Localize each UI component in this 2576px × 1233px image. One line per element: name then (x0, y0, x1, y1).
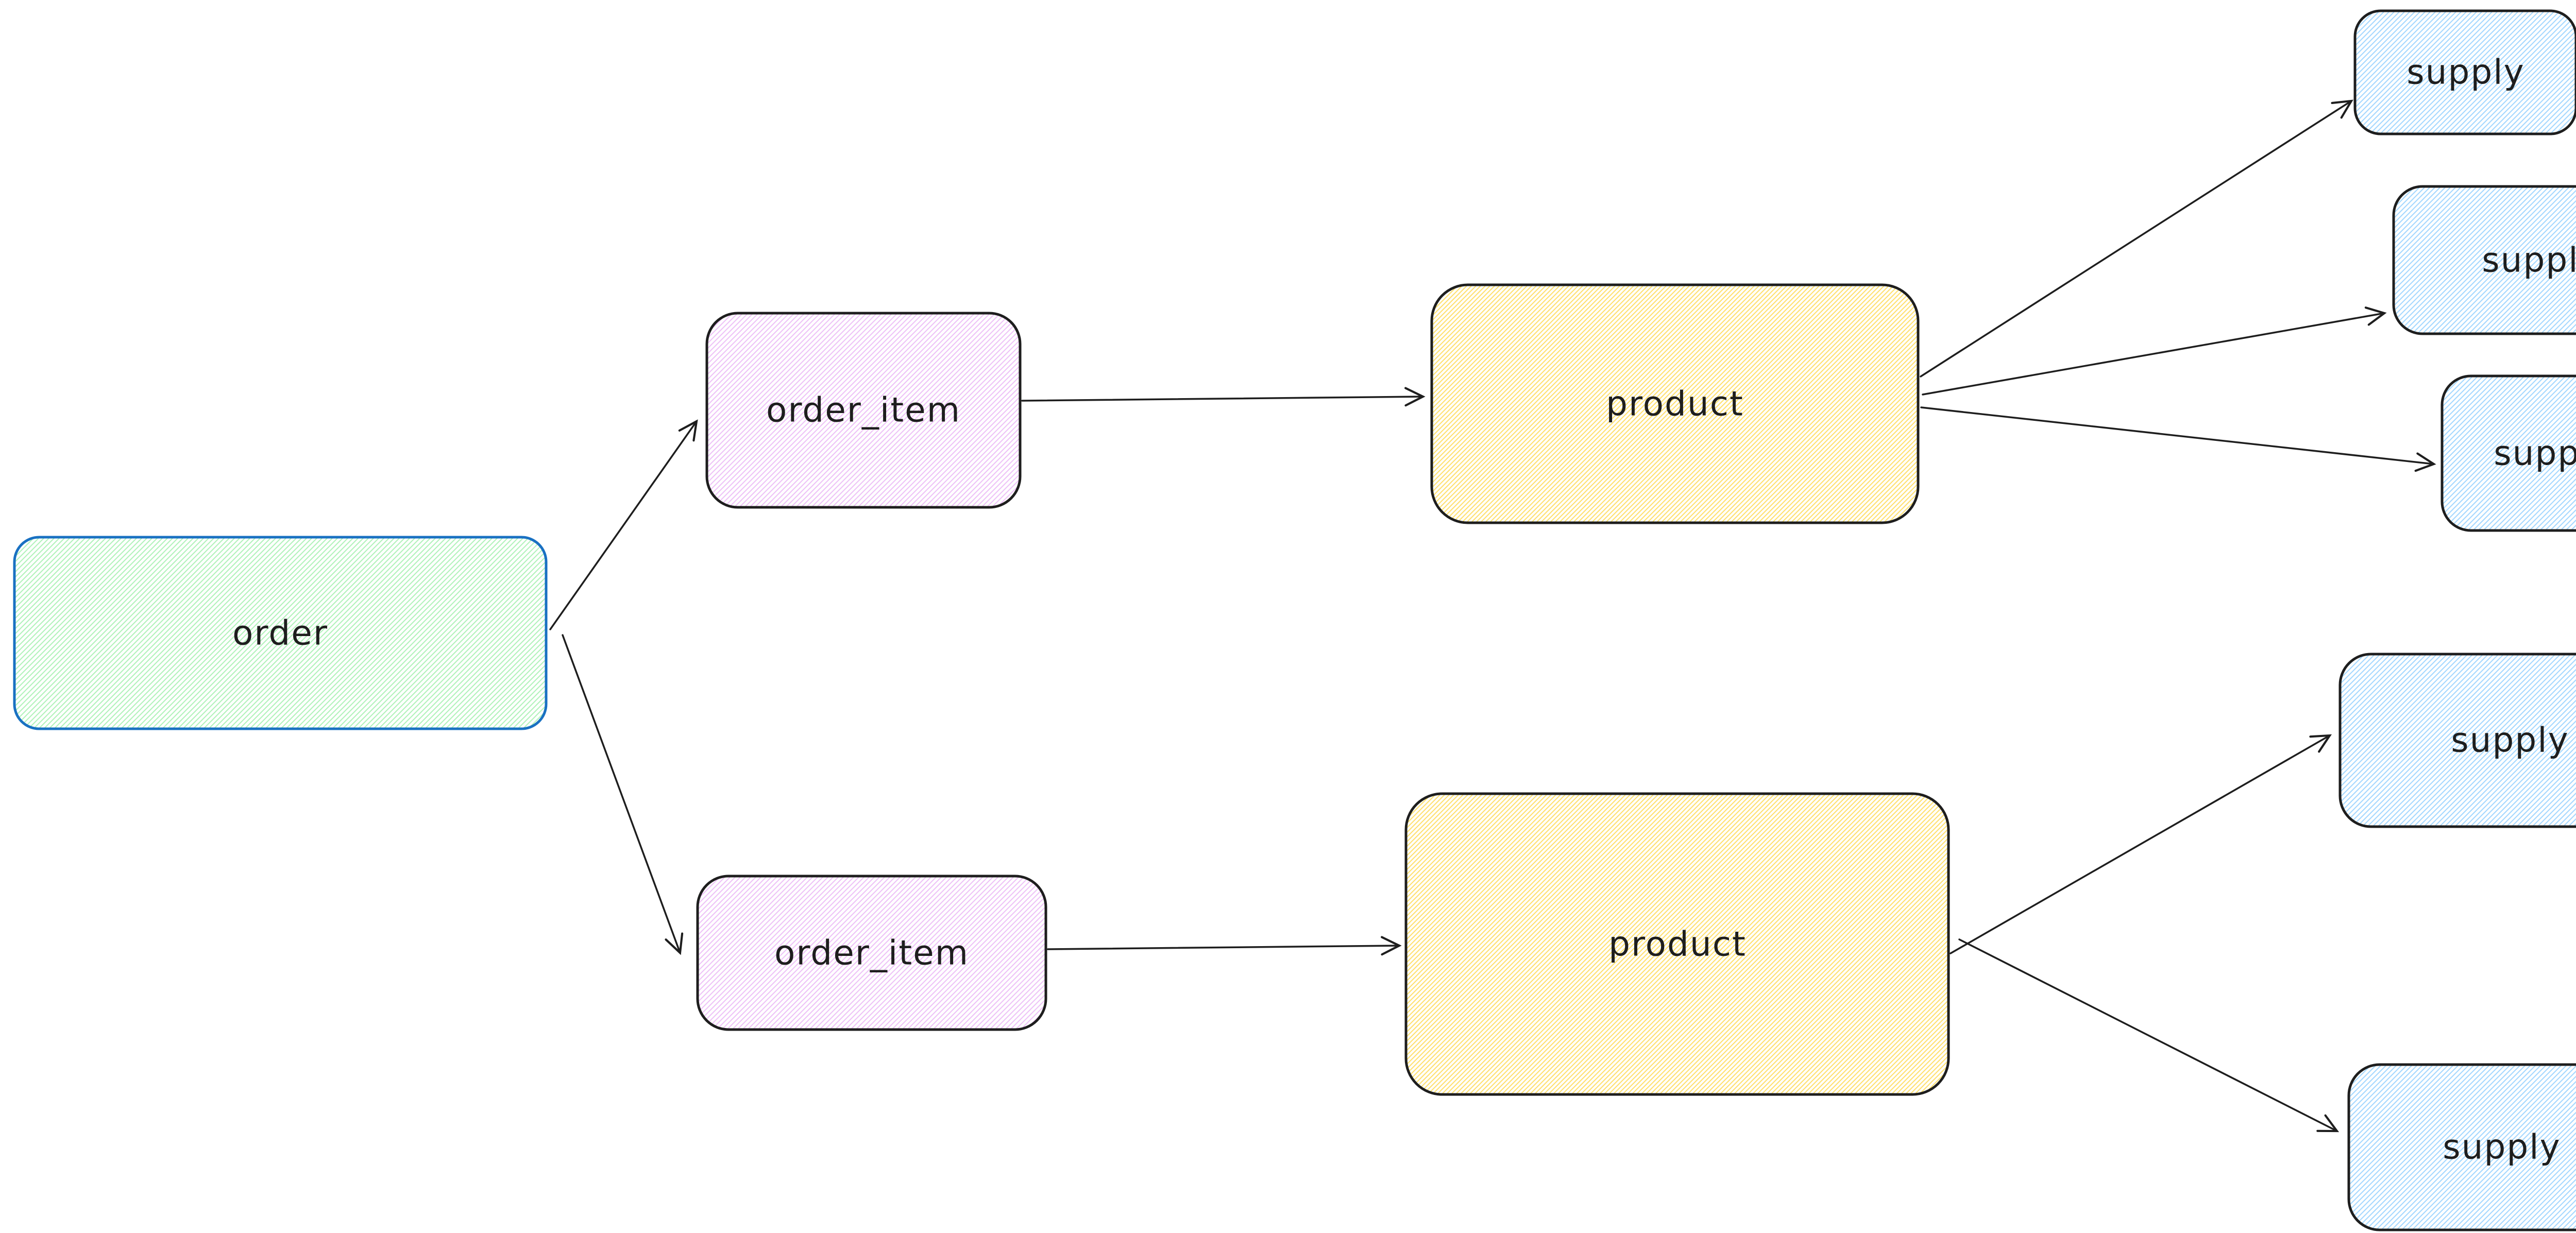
node-order-item-1-label[interactable]: order_item (766, 390, 961, 430)
node-order-label[interactable]: order (232, 613, 328, 653)
node-order-item-2-shape[interactable] (696, 875, 1047, 1031)
edge-order-item-2-to-product-2[interactable] (1047, 936, 1402, 956)
node-product-2-label[interactable]: product (1608, 924, 1747, 964)
node-supply-1-shape[interactable] (2353, 9, 2576, 135)
node-supply-4-shape[interactable] (2338, 653, 2576, 828)
node-supply-3-label[interactable]: supply (2494, 433, 2576, 473)
edge-order-to-order-item-1[interactable] (549, 419, 698, 630)
edges-layer (549, 99, 2436, 1133)
node-supply-2-shape[interactable] (2392, 185, 2576, 335)
edge-order-to-order-item-2[interactable] (562, 634, 684, 955)
node-product-2-shape[interactable] (1404, 792, 1950, 1096)
node-order-item-1-shape[interactable] (705, 312, 1022, 509)
node-supply-5-label[interactable]: supply (2443, 1127, 2561, 1167)
nodes-layer (13, 9, 2576, 1231)
node-supply-4-label[interactable]: supply (2451, 720, 2569, 760)
node-product-1-shape[interactable] (1430, 283, 1920, 524)
node-supply-5-shape[interactable] (2347, 1063, 2576, 1231)
edge-order-item-1-to-product-1[interactable] (1021, 387, 1426, 407)
node-order-item-2-label[interactable]: order_item (774, 933, 970, 973)
edge-product-2-to-supply-5[interactable] (1958, 938, 2340, 1133)
node-supply-2-label[interactable]: supply (2482, 240, 2576, 280)
edge-product-1-to-supply-3[interactable] (1920, 406, 2436, 472)
edge-product-1-to-supply-1[interactable] (1920, 99, 2353, 378)
edge-product-1-to-supply-2[interactable] (1922, 306, 2387, 396)
node-product-1-label[interactable]: product (1606, 384, 1744, 424)
node-order-shape[interactable] (13, 536, 548, 730)
edge-product-2-to-supply-4[interactable] (1950, 734, 2332, 954)
node-supply-1-label[interactable]: supply (2406, 52, 2525, 92)
node-supply-3-shape[interactable] (2441, 374, 2576, 532)
